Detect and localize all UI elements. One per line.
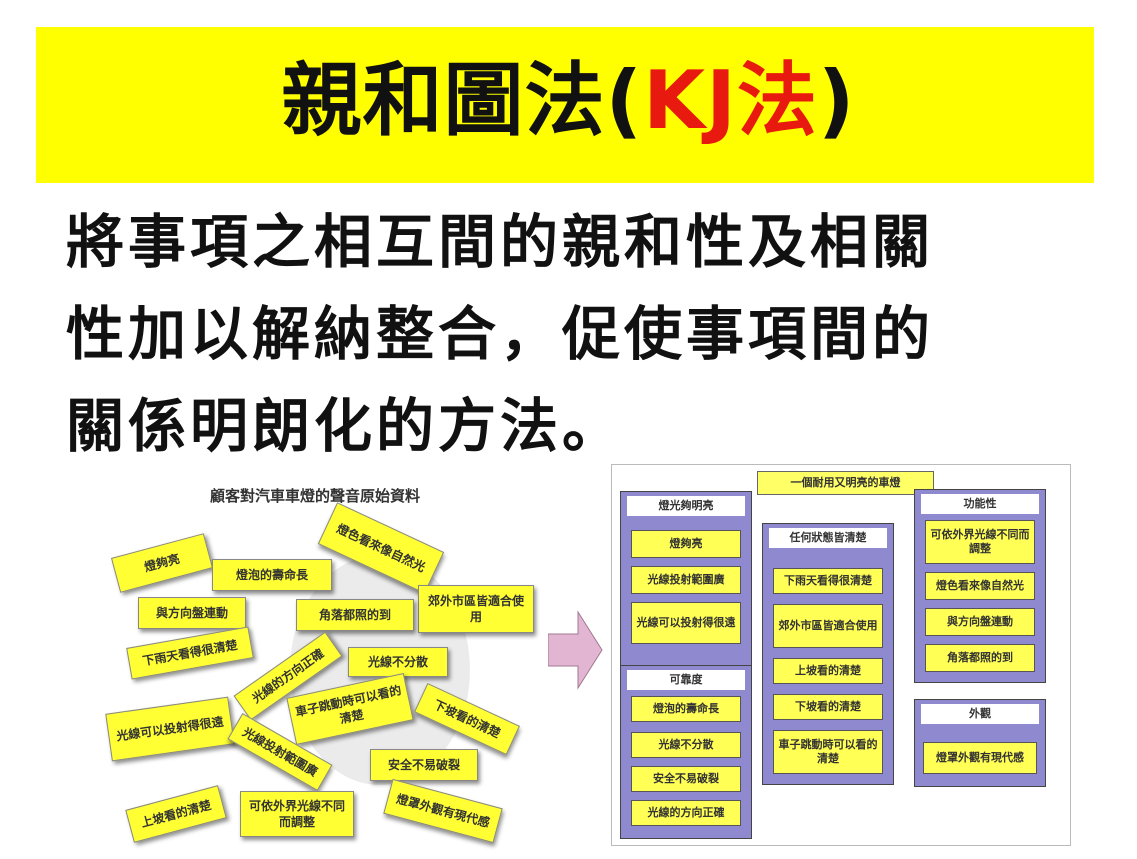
- group-item: 可依外界光線不同而調整: [925, 520, 1035, 564]
- group-item: 上坡看的清楚: [773, 658, 883, 684]
- group-item: 下坡看的清楚: [773, 694, 883, 720]
- right-arrow-icon: [548, 610, 603, 690]
- group-appearance: 外觀 燈罩外觀有現代感: [914, 699, 1046, 787]
- group-label: 外觀: [921, 704, 1039, 724]
- group-visibility: 任何狀態皆清楚 下雨天看得很清楚 郊外市區皆適合使用 上坡看的清楚 下坡看的清楚…: [762, 523, 894, 785]
- group-item: 光線的方向正確: [631, 800, 741, 826]
- group-brightness: 燈光夠明亮 燈夠亮 光線投射範圍廣 光線可以投射得很遠: [620, 491, 752, 669]
- affinity-diagram: 一個耐用又明亮的車燈 燈光夠明亮 燈夠亮 光線投射範圍廣 光線可以投射得很遠 可…: [611, 464, 1071, 846]
- note-card: 光線不分散: [348, 647, 448, 677]
- title-main: 親和圖法(: [281, 54, 644, 147]
- description-line: 性加以解納整合，促使事項間的: [66, 300, 935, 368]
- note-card: 上坡看的清楚: [125, 785, 227, 843]
- group-label: 燈光夠明亮: [627, 496, 745, 516]
- group-item: 郊外市區皆適合使用: [773, 604, 883, 648]
- group-item: 下雨天看得很清楚: [773, 568, 883, 594]
- title-close: ): [817, 54, 856, 147]
- group-item: 燈泡的壽命長: [631, 696, 741, 722]
- group-item: 角落都照的到: [925, 644, 1035, 672]
- note-card: 可依外界光線不同而調整: [240, 791, 354, 837]
- group-item: 燈色看來像自然光: [925, 572, 1035, 600]
- note-card: 燈泡的壽命長: [212, 559, 332, 591]
- raw-data-diagram: 顧客對汽車車燈的聲音原始資料 燈夠亮 燈色看來像自然光 燈泡的壽命長 郊外市區皆…: [100, 475, 552, 845]
- page-title: 親和圖法(KJ法): [0, 46, 1137, 156]
- group-functionality: 功能性 可依外界光線不同而調整 燈色看來像自然光 與方向盤連動 角落都照的到: [914, 489, 1046, 683]
- group-label: 功能性: [921, 494, 1039, 514]
- raw-data-title: 顧客對汽車車燈的聲音原始資料: [210, 487, 421, 505]
- title-band: [36, 27, 1094, 183]
- group-item: 安全不易破裂: [631, 766, 741, 792]
- group-item: 車子跳動時可以看的清楚: [773, 730, 883, 774]
- group-item: 與方向盤連動: [925, 608, 1035, 636]
- group-item: 光線不分散: [631, 732, 741, 758]
- note-card: 燈罩外觀有現代感: [383, 778, 503, 844]
- description: 將事項之相互間的親和性及相關 性加以解納整合，促使事項間的 關係明朗化的方法。: [66, 196, 1106, 472]
- group-label: 可靠度: [627, 670, 745, 690]
- note-card: 與方向盤連動: [138, 597, 246, 629]
- group-label: 任何狀態皆清楚: [769, 528, 887, 548]
- group-reliability: 可靠度 燈泡的壽命長 光線不分散 安全不易破裂 光線的方向正確: [620, 665, 752, 839]
- note-card: 下雨天看得很清楚: [126, 626, 254, 680]
- note-card: 郊外市區皆適合使用: [418, 585, 534, 633]
- affinity-title: 一個耐用又明亮的車燈: [757, 471, 934, 495]
- note-card: 燈夠亮: [110, 533, 214, 593]
- description-line: 關係明朗化的方法。: [66, 392, 625, 460]
- group-item: 燈夠亮: [631, 530, 741, 558]
- title-accent: KJ法: [643, 54, 818, 147]
- note-card: 光線可以投射得很遠: [105, 696, 235, 762]
- note-card: 安全不易破裂: [370, 749, 478, 781]
- group-item: 燈罩外觀有現代感: [923, 742, 1037, 774]
- description-line: 將事項之相互間的親和性及相關: [66, 208, 935, 276]
- note-card: 角落都照的到: [296, 599, 414, 631]
- group-item: 光線投射範圍廣: [631, 566, 741, 594]
- group-item: 光線可以投射得很遠: [631, 602, 741, 644]
